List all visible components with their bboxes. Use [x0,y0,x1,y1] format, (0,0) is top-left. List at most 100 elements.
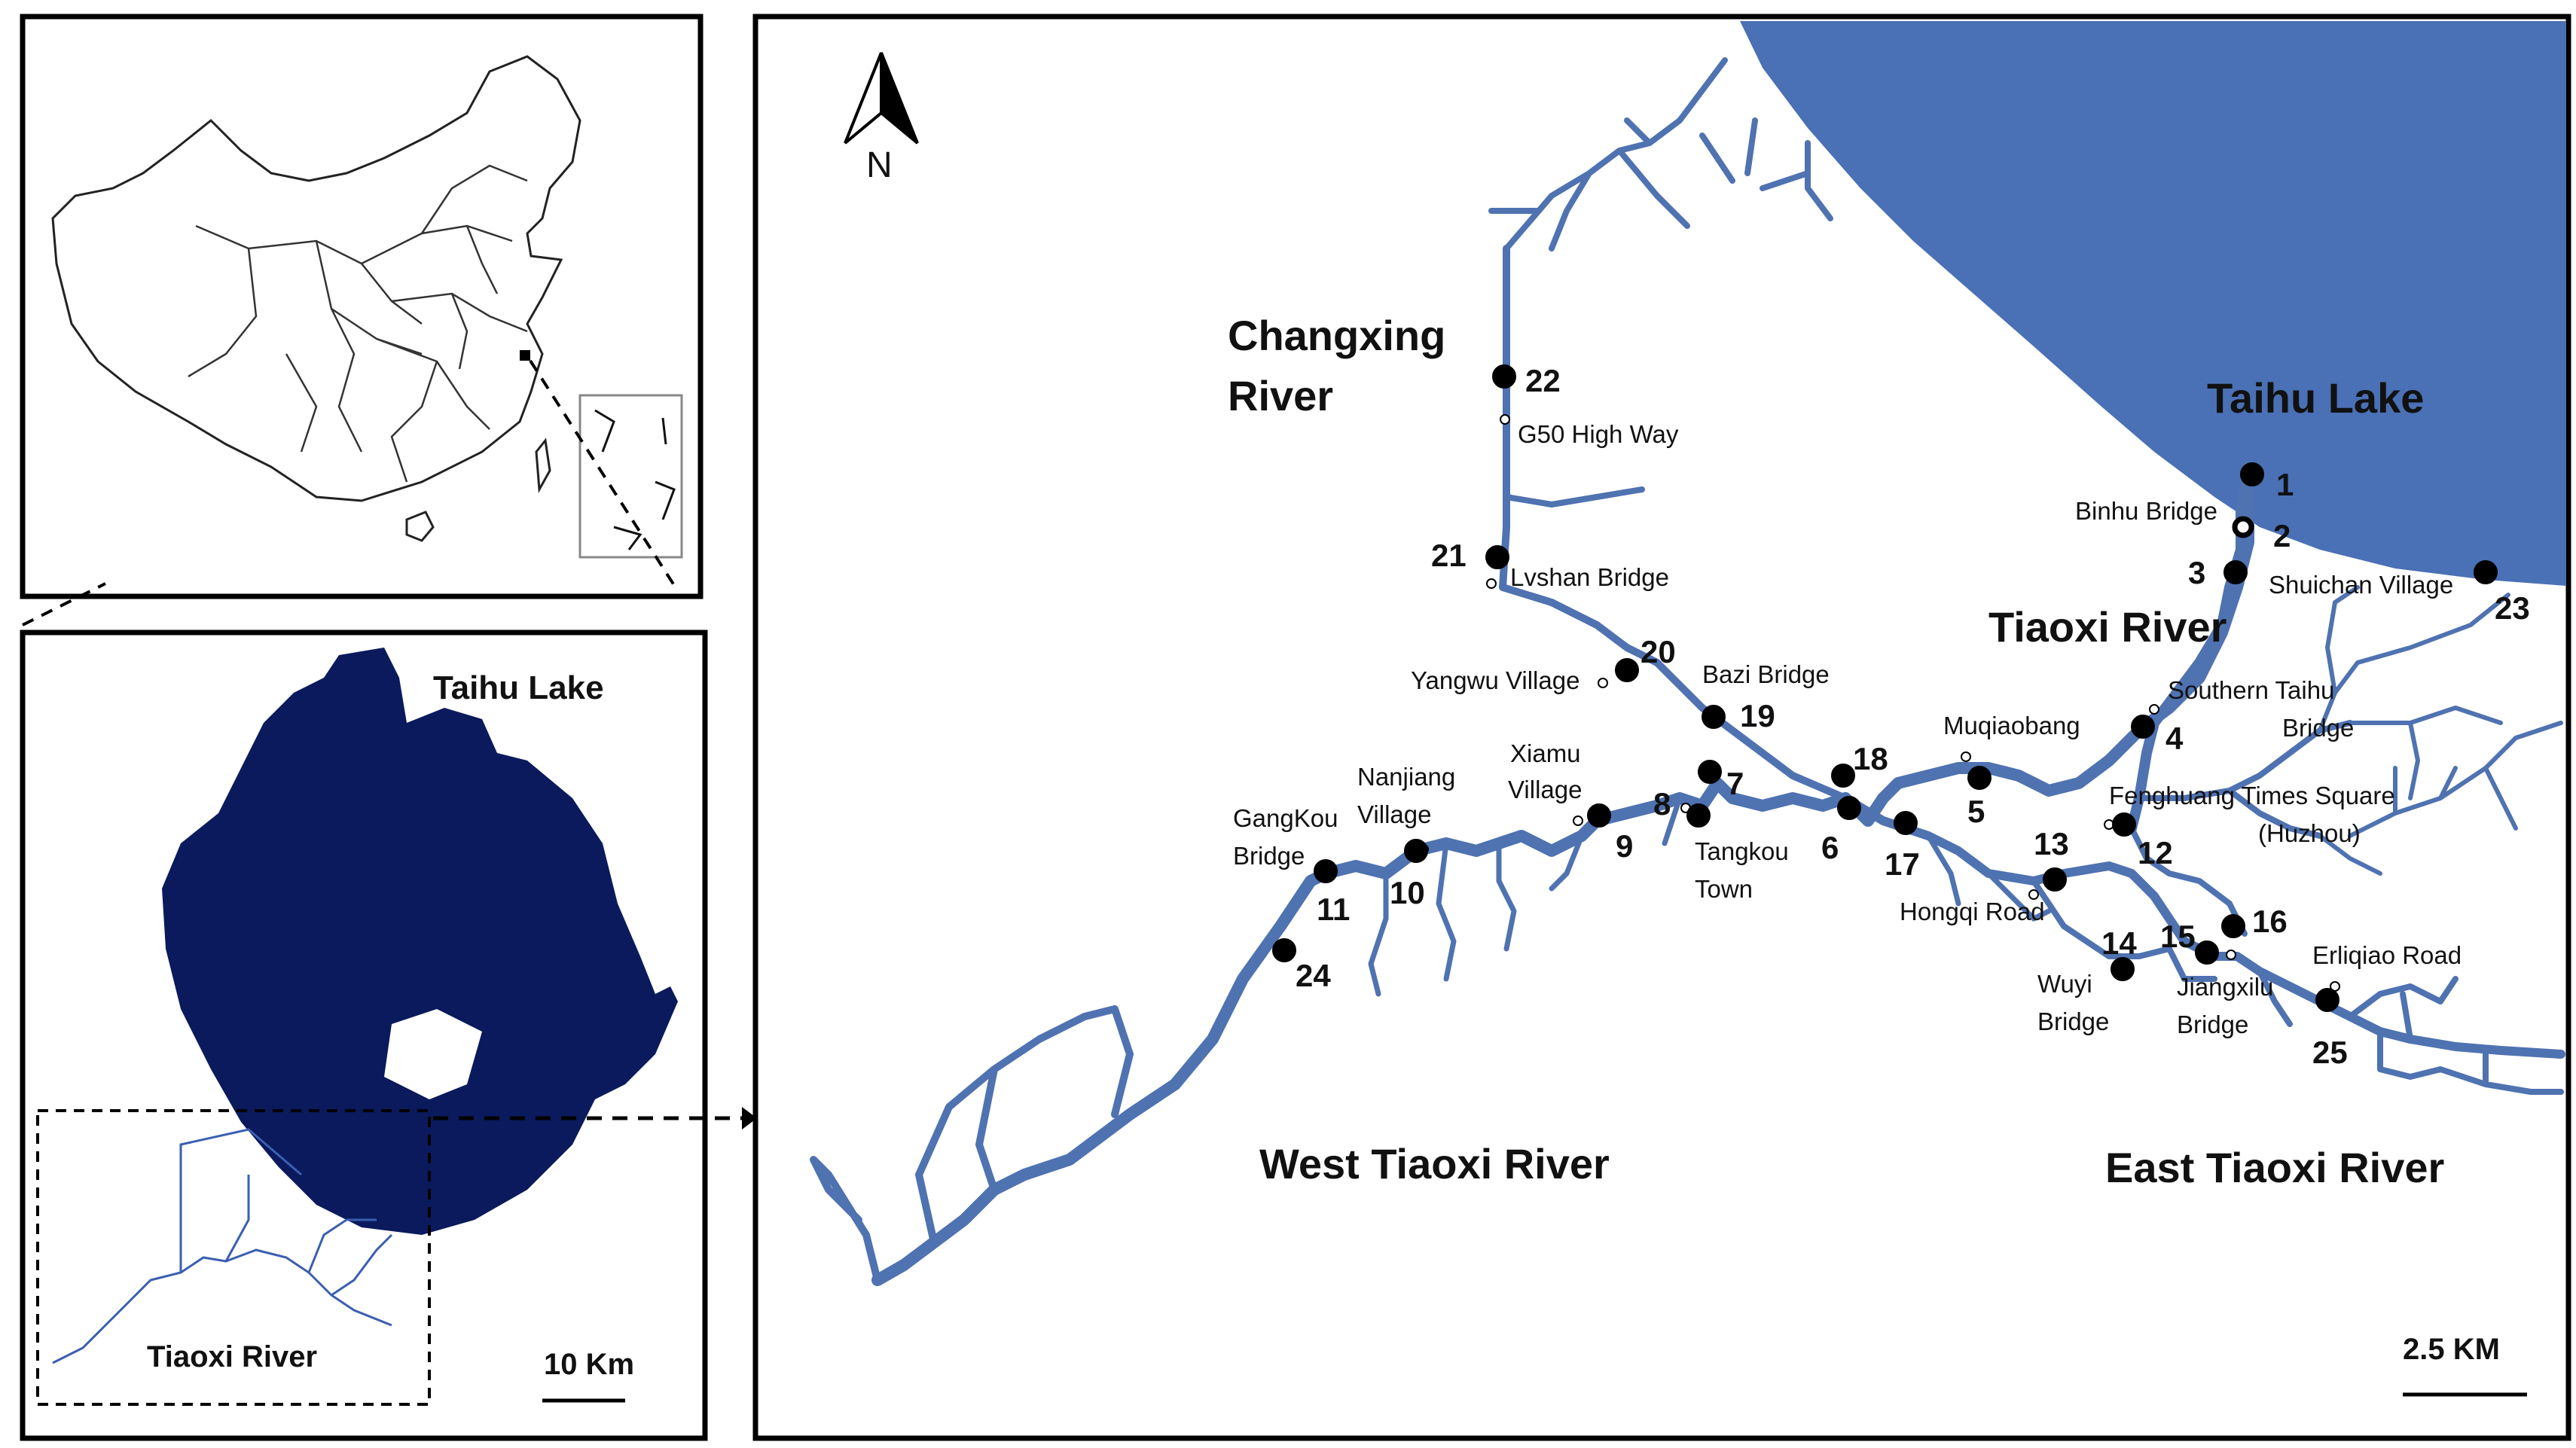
place-fenghuang-1: Fenghuang Times Square [2109,782,2395,809]
sampling-site-1-label: 1 [2276,467,2294,502]
place-southern-taihu-2: Bridge [2282,714,2354,742]
west-tiaoxi-river-main [871,461,2254,1286]
place-nanjiang-2: Village [1357,800,1431,828]
china-province-lines [188,164,528,483]
sampling-site-22-marker [1492,364,1516,389]
north-arrow-label: N [866,145,893,185]
tiaoxi-river-overview-label: Tiaoxi River [147,1340,317,1373]
sampling-site-5-marker [1967,766,1992,790]
detail-map-panel: N 2.5 KM Taihu Lake Changxing River Tiao… [752,14,2571,1441]
sampling-site-19-label: 19 [1740,698,1775,733]
place-yangwu: Yangwu Village [1411,666,1579,694]
sampling-site-2-marker [2232,516,2254,538]
scale-bar-label-overview: 10 Km [544,1348,634,1381]
sampling-site-12-label: 12 [2138,835,2173,870]
sampling-site-14-label: 14 [2101,925,2137,961]
place-erliqiao: Erliqiao Road [2312,941,2462,969]
sampling-site-16-marker [2221,914,2245,938]
sampling-site-20-marker [1615,658,1639,682]
south-tributaries [1368,795,2052,997]
east-tiaoxi-river [1841,794,2565,1059]
hainan-island [405,511,435,542]
east-tiaoxi-river-label: East Tiaoxi River [2105,1144,2444,1191]
tiaoxi-river-overview [52,1128,393,1364]
inset-islands [594,409,676,550]
place-nanjiang-1: Nanjiang [1357,763,1455,791]
china-outline [51,55,581,502]
sampling-site-11-marker [1314,859,1338,883]
taihu-overview-panel: Taihu Lake Tiaoxi River 10 Km [20,629,708,1441]
sampling-site-7-marker [1698,760,1722,784]
sampling-site-10-label: 10 [1390,875,1425,910]
scale-bar-label-detail: 2.5 KM [2403,1333,2500,1366]
place-wuyi-2: Bridge [2037,1008,2109,1035]
sampling-site-24-label: 24 [1296,958,1331,993]
place-shuichan: Shuichan Village [2269,571,2453,599]
sampling-site-17-label: 17 [1885,846,1920,882]
place-xiamu-1: Xiamu [1510,739,1581,767]
sampling-site-20-label: 20 [1641,634,1676,669]
river-network [810,57,2565,1286]
place-gangkou-1: GangKou [1233,804,1338,832]
place-hongqi: Hongqi Road [1900,898,2045,925]
sampling-site-6-label: 6 [1821,830,1839,865]
sampling-site-8-label: 8 [1653,786,1671,822]
sampling-site-16-label: 16 [2252,904,2288,939]
place-muqiaobang: Muqiaobang [1943,712,2080,739]
place-tangkou-2: Town [1695,875,1753,903]
place-jiangxilu-2: Bridge [2177,1011,2248,1038]
sampling-site-23-marker [2474,560,2498,584]
sampling-site-12-marker [2112,812,2136,837]
place-southern-taihu-1: Southern Taihu [2168,676,2334,704]
sampling-site-23-label: 23 [2495,590,2530,626]
sampling-site-13-marker [2043,867,2067,892]
sampling-site-4-marker [2131,715,2155,739]
taihu-lake-overview-shape [162,648,678,1235]
place-bazi: Bazi Bridge [1702,660,1830,688]
sampling-site-21-label: 21 [1431,538,1467,573]
place-labels: G50 High Way Lvshan Bridge Yangwu Villag… [1233,420,2462,1038]
sampling-site-3-marker [2223,560,2248,584]
changxing-river-label-line2: River [1228,372,1333,419]
sampling-site-1-marker [2240,462,2264,486]
sampling-site-2-label: 2 [2273,518,2291,553]
place-wuyi-1: Wuyi [2037,970,2092,998]
place-fenghuang-2: (Huzhou) [2258,819,2361,847]
south-china-sea-inset [578,394,683,559]
sampling-site-25-marker [2315,988,2339,1012]
changxing-north-branches [1488,57,1833,508]
sampling-site-8-marker [1686,803,1711,828]
east-tiaoxi-branches [2031,720,2564,1095]
sampling-site-15-label: 15 [2160,919,2196,954]
sampling-site-10-marker [1404,839,1428,863]
sampling-site-17-marker [1894,811,1918,835]
zoom-arrow-head [742,1107,757,1129]
place-xiamu-2: Village [1508,776,1582,803]
east-tiaoxi-northeast-branches [2318,585,2563,876]
sampling-site-11-label: 11 [1317,892,1350,927]
study-area-marker [520,350,530,361]
sampling-site-9-marker [1587,803,1611,828]
lake-name-overview: Taihu Lake [433,669,604,706]
china-overview-panel [20,14,704,599]
changxing-river [1499,245,1849,802]
sampling-site-14-marker [2111,957,2135,981]
zoom-connector-right [529,359,679,593]
place-lvshan: Lvshan Bridge [1510,563,1669,591]
north-arrow: N [844,52,919,185]
zoom-connector-left [22,582,106,626]
place-jiangxilu-1: Jiangxilu [2177,973,2273,1001]
place-gangkou-2: Bridge [1233,842,1305,870]
taihu-lake-detail [1740,21,2566,586]
changxing-river-label-line1: Changxing [1228,312,1445,359]
sampling-site-3-label: 3 [2188,555,2205,590]
taihu-island-overview [384,1009,482,1099]
sampling-site-22-label: 22 [1525,363,1561,398]
tiaoxi-river-label: Tiaoxi River [1988,603,2227,651]
sampling-site-4-label: 4 [2165,721,2184,756]
place-tangkou-1: Tangkou [1695,837,1789,865]
lake-name-detail: Taihu Lake [2207,374,2424,422]
west-tiaoxi-lower-loop [810,1005,1134,1284]
sampling-site-9-label: 9 [1616,828,1633,864]
